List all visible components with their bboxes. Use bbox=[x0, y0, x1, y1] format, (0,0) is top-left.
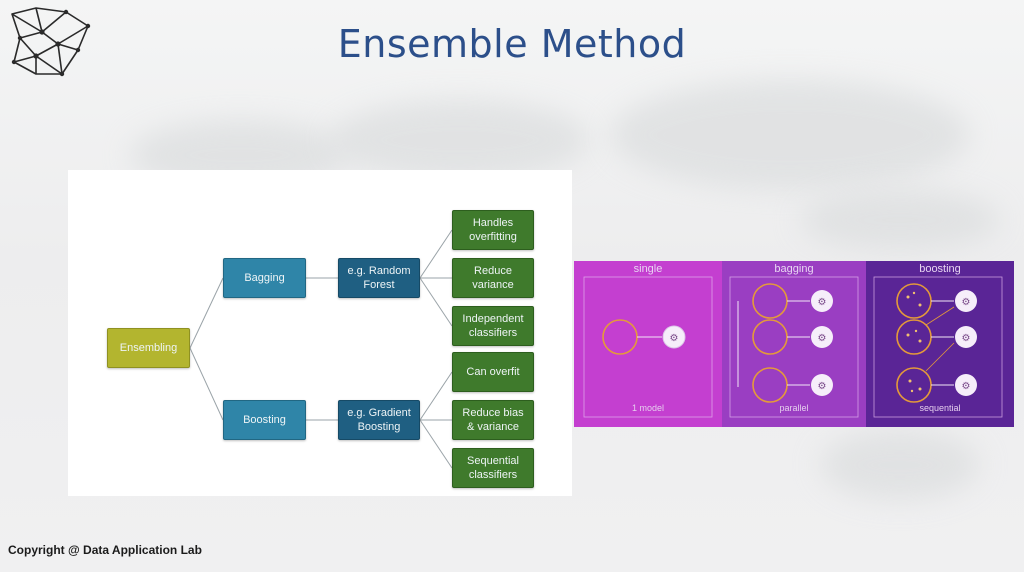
bagging-column-bg bbox=[722, 261, 866, 427]
node-independent-classifiers: Independent classifiers bbox=[452, 306, 534, 346]
svg-text:⚙: ⚙ bbox=[962, 381, 971, 392]
copyright-footer: Copyright @ Data Application Lab bbox=[8, 543, 202, 557]
background-map-shape bbox=[330, 100, 590, 180]
node-random-forest: e.g. Random Forest bbox=[338, 258, 420, 298]
boosting-column-bg bbox=[866, 261, 1014, 427]
single-column-bg bbox=[574, 261, 722, 427]
node-sequential-classifiers: Sequential classifiers bbox=[452, 448, 534, 488]
node-ensembling: Ensembling bbox=[107, 328, 190, 368]
background-map-shape bbox=[820, 430, 980, 500]
data-application-lab-logo-icon bbox=[11, 7, 91, 77]
node-can-overfit: Can overfit bbox=[452, 352, 534, 392]
svg-text:⚙: ⚙ bbox=[962, 297, 971, 308]
single-caption: 1 model bbox=[631, 403, 665, 413]
tree-connectors bbox=[189, 229, 453, 469]
boosting-heading: boosting bbox=[919, 263, 961, 275]
slide-title: Ensemble Method bbox=[337, 22, 687, 66]
background-map-shape bbox=[610, 80, 970, 190]
ensemble-tree-diagram: Ensembling Bagging Boosting e.g. Random … bbox=[68, 170, 572, 496]
single-heading: single bbox=[633, 263, 663, 275]
svg-text:⚙: ⚙ bbox=[962, 333, 971, 344]
node-boosting: Boosting bbox=[223, 400, 306, 440]
bagging-caption: parallel bbox=[779, 403, 809, 413]
node-handles-overfitting: Handles overfitting bbox=[452, 210, 534, 250]
svg-text:⚙: ⚙ bbox=[818, 333, 827, 344]
node-reduce-bias-variance: Reduce bias & variance bbox=[452, 400, 534, 440]
illustration-graphic: ⚙ ⚙ ⚙ ⚙ bbox=[574, 261, 1014, 427]
svg-text:⚙: ⚙ bbox=[670, 333, 679, 344]
single-bagging-boosting-illustration: ⚙ ⚙ ⚙ ⚙ bbox=[574, 261, 1014, 427]
background-map-shape bbox=[800, 190, 1000, 250]
svg-text:⚙: ⚙ bbox=[818, 381, 827, 392]
bagging-heading: bagging bbox=[774, 263, 814, 275]
node-reduce-variance: Reduce variance bbox=[452, 258, 534, 298]
svg-text:⚙: ⚙ bbox=[818, 297, 827, 308]
boosting-caption: sequential bbox=[919, 403, 961, 413]
node-bagging: Bagging bbox=[223, 258, 306, 298]
node-gradient-boosting: e.g. Gradient Boosting bbox=[338, 400, 420, 440]
